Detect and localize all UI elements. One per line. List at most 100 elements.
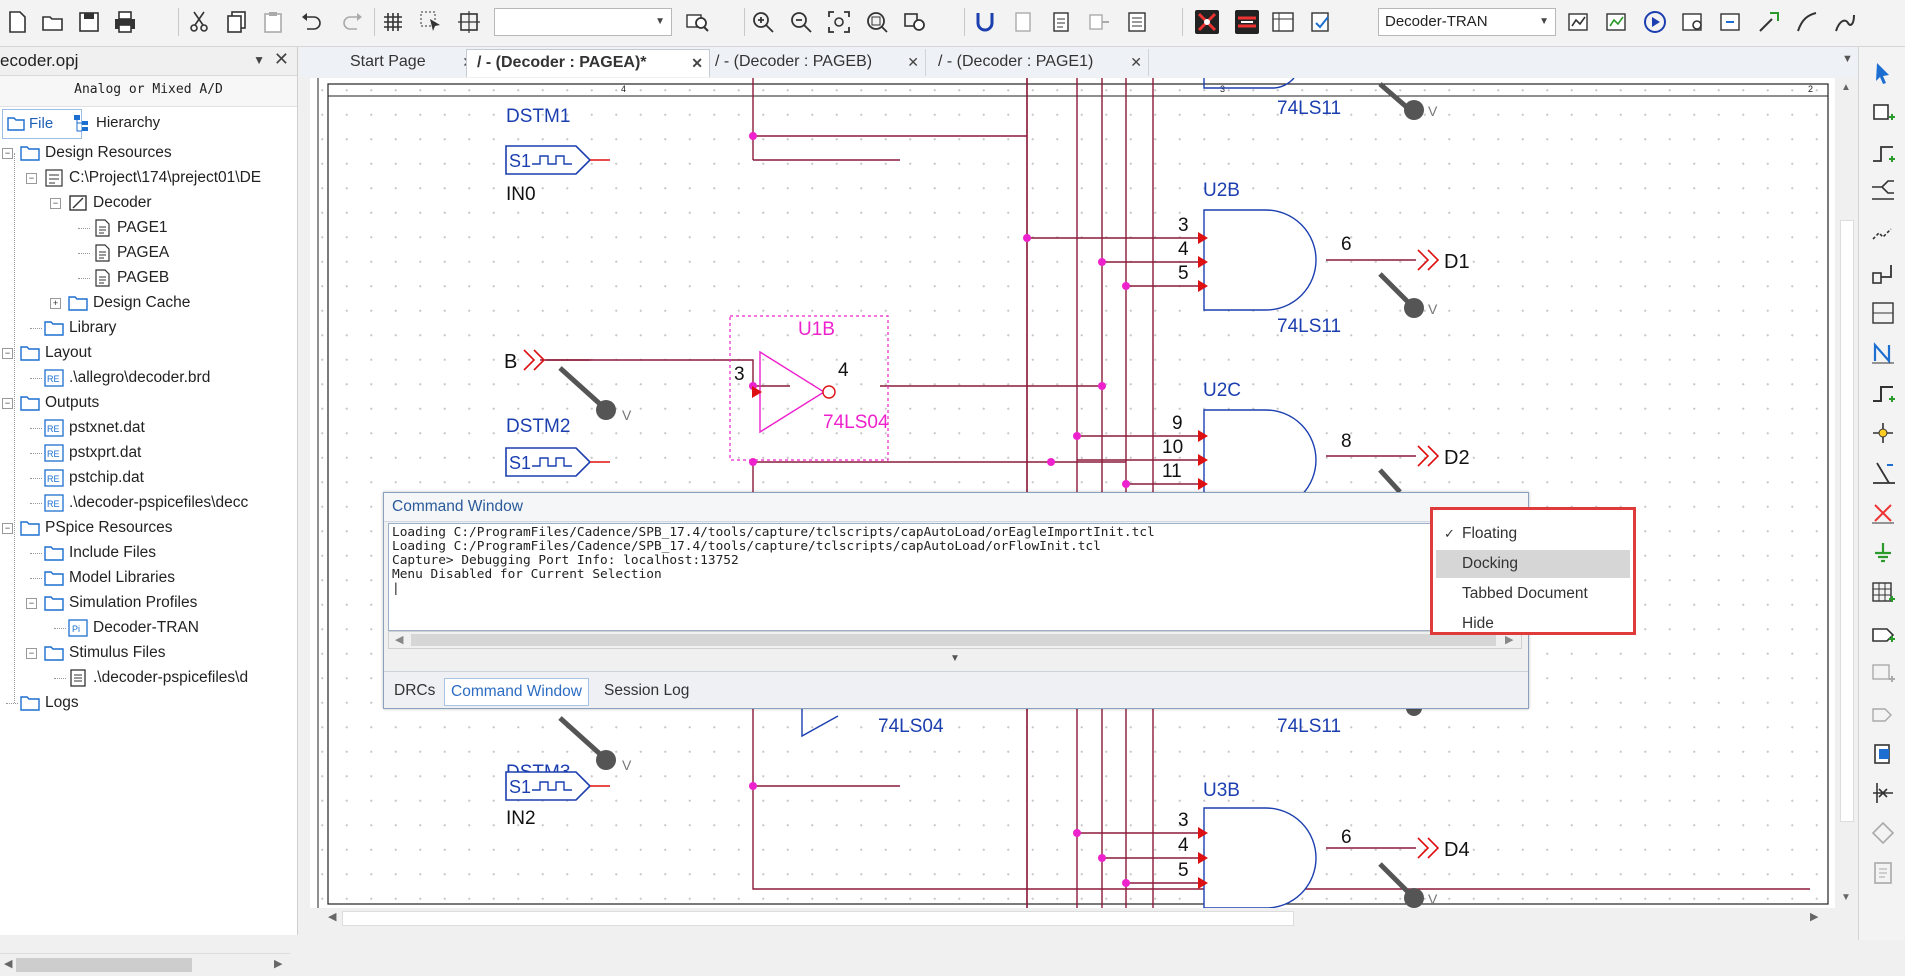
check-icon[interactable] xyxy=(1306,7,1336,37)
tab-page1[interactable]: / - (Decoder : PAGE1)✕ xyxy=(928,49,1149,76)
menu-item-tabbed-document[interactable]: Tabbed Document xyxy=(1462,585,1588,602)
expand-toggle-icon[interactable]: − xyxy=(50,198,61,209)
place-ground-icon[interactable] xyxy=(1867,457,1899,489)
tab-start-page[interactable]: Start Page✕ xyxy=(340,49,481,76)
command-window[interactable]: Command Window Loading C:/ProgramFiles/C… xyxy=(383,492,1529,709)
place-text-icon[interactable] xyxy=(1867,857,1899,889)
cm-icon[interactable] xyxy=(1268,7,1298,37)
command-window-titlebar[interactable]: Command Window xyxy=(384,493,1528,522)
tab-pageb[interactable]: / - (Decoder : PAGEB)✕ xyxy=(705,49,926,76)
menu-item-floating[interactable]: ✓Floating xyxy=(1436,520,1630,548)
tab-pagea[interactable]: / - (Decoder : PAGEA)*✕ xyxy=(466,49,710,77)
tab-session-log[interactable]: Session Log xyxy=(604,682,690,699)
find-icon[interactable] xyxy=(682,7,712,37)
horizontal-scrollbar[interactable]: ◀ ▶ xyxy=(0,953,290,976)
place-line-icon[interactable] xyxy=(1867,817,1899,849)
zoom-world-icon[interactable] xyxy=(900,7,930,37)
panel-menu-icon[interactable]: ▼ xyxy=(253,53,265,67)
cut-icon[interactable] xyxy=(184,7,214,37)
place-no-connect-icon[interactable] xyxy=(1867,497,1899,529)
expand-toggle-icon[interactable]: − xyxy=(2,348,13,359)
expand-toggle-icon[interactable]: − xyxy=(2,398,13,409)
place-ground-symbol-icon[interactable] xyxy=(1867,537,1899,569)
select-area-icon[interactable] xyxy=(416,7,446,37)
voltage-marker-icon[interactable] xyxy=(1754,7,1784,37)
place-net-group-icon[interactable] xyxy=(1867,177,1899,209)
tab-command-window[interactable]: Command Window xyxy=(444,678,589,706)
place-hier-pin-icon[interactable] xyxy=(1867,657,1899,689)
current-marker-icon[interactable] xyxy=(1792,7,1822,37)
place-net-alias-icon[interactable] xyxy=(1867,337,1899,369)
tree-item-label: PSpice Resources xyxy=(45,519,173,536)
expand-toggle-icon[interactable]: + xyxy=(50,298,61,309)
save-icon[interactable] xyxy=(74,7,104,37)
place-junction-icon[interactable] xyxy=(1867,297,1899,329)
pspice-sim-icon[interactable] xyxy=(1232,7,1262,37)
expand-toggle-icon[interactable]: − xyxy=(2,148,13,159)
power-marker-icon[interactable] xyxy=(1830,7,1860,37)
expand-toggle-icon[interactable]: − xyxy=(26,173,37,184)
auto-wire-icon[interactable] xyxy=(1867,217,1899,249)
menu-item-hide[interactable]: Hide xyxy=(1462,615,1494,632)
tab-hierarchy[interactable]: Hierarchy xyxy=(70,109,196,137)
svg-text:74LS04: 74LS04 xyxy=(878,716,944,737)
edit-profile-icon[interactable] xyxy=(1602,7,1632,37)
expand-toggle-icon[interactable]: − xyxy=(2,523,13,534)
markers-icon[interactable] xyxy=(1716,7,1746,37)
place-no-erc-icon[interactable] xyxy=(1867,777,1899,809)
place-part-icon[interactable] xyxy=(1867,97,1899,129)
svg-text:DSTM2: DSTM2 xyxy=(506,416,570,437)
place-hier-port-icon[interactable] xyxy=(1867,617,1899,649)
zoom-area-icon[interactable] xyxy=(862,7,892,37)
new-profile-icon[interactable] xyxy=(1564,7,1594,37)
svg-text:D1: D1 xyxy=(1444,251,1470,273)
place-pin-icon[interactable] xyxy=(1867,737,1899,769)
horizontal-scrollbar[interactable]: ◀ ▶ xyxy=(320,908,1830,928)
zoom-out-icon[interactable] xyxy=(786,7,816,37)
view-results-icon[interactable] xyxy=(1678,7,1708,37)
backannotate-icon[interactable] xyxy=(1008,7,1038,37)
close-icon[interactable]: ✕ xyxy=(1130,54,1142,70)
annotate-icon[interactable] xyxy=(970,7,1000,37)
print-icon[interactable] xyxy=(110,7,140,37)
netlist-icon[interactable] xyxy=(1084,7,1114,37)
select-pointer-icon[interactable] xyxy=(1867,57,1899,89)
close-icon[interactable]: ✕ xyxy=(273,49,289,69)
place-wire-icon[interactable] xyxy=(1867,137,1899,169)
grid-icon[interactable] xyxy=(378,7,408,37)
command-output[interactable]: Loading C:/ProgramFiles/Cadence/SPB_17.4… xyxy=(388,523,1522,631)
folder-icon xyxy=(20,694,40,712)
tab-drcs[interactable]: DRCs xyxy=(394,682,436,699)
menu-item-docking[interactable]: Docking xyxy=(1436,550,1630,578)
expand-toggle-icon[interactable]: − xyxy=(26,598,37,609)
new-file-icon[interactable] xyxy=(2,7,32,37)
pspice-net-icon[interactable] xyxy=(1192,7,1222,37)
close-icon[interactable]: ✕ xyxy=(691,55,703,71)
copy-icon[interactable] xyxy=(222,7,252,37)
close-icon[interactable]: ✕ xyxy=(907,54,919,70)
chevron-down-icon[interactable]: ▼ xyxy=(950,653,960,664)
open-folder-icon[interactable] xyxy=(38,7,68,37)
place-bus-icon[interactable] xyxy=(1867,257,1899,289)
snap-icon[interactable] xyxy=(454,7,484,37)
undo-icon[interactable] xyxy=(296,7,326,37)
search-combo[interactable]: ▼ xyxy=(494,8,672,36)
place-offpage-icon[interactable] xyxy=(1867,697,1899,729)
drc-icon[interactable] xyxy=(1046,7,1076,37)
simulation-profile-select[interactable]: Decoder-TRAN▼ xyxy=(1378,8,1556,36)
bom-icon[interactable] xyxy=(1122,7,1152,37)
run-icon[interactable] xyxy=(1640,7,1670,37)
paste-icon[interactable] xyxy=(258,7,288,37)
tab-file[interactable]: File xyxy=(2,109,82,139)
redo-icon[interactable] xyxy=(338,7,368,37)
vertical-scrollbar[interactable]: ▲ ▼ xyxy=(1836,80,1856,908)
zoom-fit-icon[interactable] xyxy=(824,7,854,37)
zoom-in-icon[interactable] xyxy=(748,7,778,37)
horizontal-scrollbar[interactable]: ◀ ▶ xyxy=(388,631,1522,649)
place-hier-block-icon[interactable] xyxy=(1867,577,1899,609)
expand-toggle-icon[interactable]: − xyxy=(26,648,37,659)
place-power-icon[interactable] xyxy=(1867,417,1899,449)
tabs-overflow-icon[interactable]: ▼ xyxy=(1842,53,1853,65)
place-bus-entry-icon[interactable] xyxy=(1867,377,1899,409)
svg-text:6: 6 xyxy=(1341,234,1352,255)
